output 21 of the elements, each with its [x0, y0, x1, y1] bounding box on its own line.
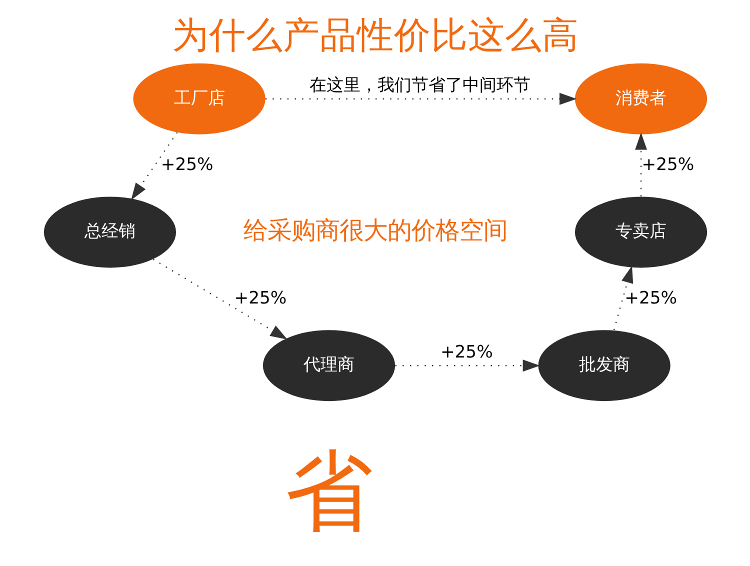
- label: 给采购商很大的价格空间: [243, 215, 507, 244]
- node-ellipse: 工厂店: [132, 63, 265, 134]
- arrow: [634, 132, 647, 196]
- node-ellipse: 代理商: [262, 330, 395, 402]
- edge-label: +25%: [624, 288, 677, 308]
- edge-label: +25%: [440, 342, 492, 362]
- arrow: [612, 266, 633, 330]
- arrow: [264, 92, 576, 105]
- edge-label: +25%: [641, 155, 694, 176]
- edge-label: 在这里，我们节省了中间环节: [309, 76, 530, 96]
- node-ellipse: 消费者: [574, 63, 707, 134]
- arrow: [152, 258, 287, 340]
- edge-label: +25%: [234, 288, 286, 308]
- diagram-title: 为什么产品性价比这么高: [172, 13, 578, 56]
- arrow: [130, 132, 178, 200]
- edge-label: +25%: [160, 155, 213, 176]
- node-ellipse: 批发商: [538, 330, 670, 402]
- arrow: [394, 360, 540, 372]
- node-ellipse: 专卖店: [574, 196, 707, 268]
- node-ellipse: 总经销: [43, 196, 176, 268]
- label: 省: [284, 440, 372, 543]
